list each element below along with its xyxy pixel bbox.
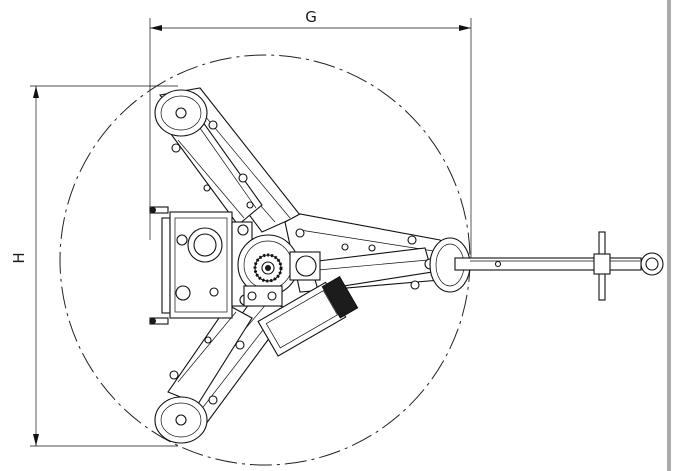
lower-foot-pad-inner xyxy=(160,402,202,438)
right-arm-bolt-3 xyxy=(295,228,305,238)
engine-housing xyxy=(169,211,233,319)
slew-gear-center xyxy=(265,265,271,271)
central-body xyxy=(149,206,359,357)
lower-arm-bolt-2 xyxy=(169,370,179,380)
lower-connection-plate xyxy=(243,285,283,307)
tow-bar-shaft xyxy=(454,257,642,271)
gearbox-bolt xyxy=(237,224,249,236)
winch-drum xyxy=(295,255,317,277)
battery-box-handle xyxy=(321,275,359,319)
lower-arm xyxy=(159,295,291,433)
dimension-h-arrow-bottom xyxy=(33,434,39,446)
body-left-plate xyxy=(161,217,171,314)
dimension-h-arrow-top xyxy=(33,86,39,98)
battery-box-inner xyxy=(265,290,338,349)
tow-bar-clamp xyxy=(593,253,611,275)
engine-housing-inner xyxy=(174,217,228,313)
lower-connection-bolt xyxy=(247,291,257,301)
upper-arm-bolt-3 xyxy=(238,173,248,183)
tow-bar-hole xyxy=(494,260,502,268)
dimension-g: G xyxy=(149,8,472,260)
tow-bar-ring-hole xyxy=(645,257,659,271)
upper-arm-bolt-2 xyxy=(171,143,181,153)
tow-bar-crossbar-top xyxy=(598,231,606,257)
battery-box xyxy=(257,275,359,357)
right-arm-rail xyxy=(299,229,441,253)
tow-bar-crossbar-bottom xyxy=(598,271,606,301)
dimension-g-arrow-left xyxy=(150,25,162,31)
fuel-cap xyxy=(175,285,191,301)
upper-arm-inner-rail xyxy=(177,139,245,219)
right-arm-bolt xyxy=(407,235,417,245)
right-outrigger-foot xyxy=(429,237,471,293)
body-bracket-bolt-top xyxy=(150,207,156,213)
right-arm-bolt-4 xyxy=(341,243,349,251)
lower-arm-bolt xyxy=(208,395,218,405)
lower-connection-bolt-2 xyxy=(267,291,277,301)
dimension-h-label: H xyxy=(10,252,28,263)
dimension-g-label: G xyxy=(305,8,317,26)
lower-outrigger-foot xyxy=(154,396,208,444)
right-arm-bolt-2 xyxy=(410,280,420,290)
upper-arm-bolt xyxy=(208,120,218,130)
upper-arm-bolt-5 xyxy=(246,201,254,209)
upper-foot-pivot xyxy=(175,107,187,119)
right-arm-inner-rail xyxy=(317,259,429,271)
dimension-g-arrow-right xyxy=(459,25,471,31)
lower-foot-pivot xyxy=(175,414,187,426)
upper-arm-inner-rail-2 xyxy=(199,127,257,209)
lower-arm-bolt-4 xyxy=(204,336,212,344)
engine-pulley-hub xyxy=(193,233,217,257)
lower-arm-inner-rail xyxy=(177,311,237,383)
body-bracket-bolt-bottom xyxy=(150,318,156,324)
engine-switch xyxy=(209,287,219,297)
upper-foot-pad-inner xyxy=(160,95,202,131)
right-arm-bolt-5 xyxy=(368,244,376,252)
tow-bar xyxy=(454,231,664,301)
upper-arm-bolt-4 xyxy=(203,184,211,192)
upper-outrigger-foot xyxy=(154,89,208,137)
dimension-h: H xyxy=(10,85,178,447)
slew-gear-teeth xyxy=(253,253,283,283)
engine-bolt xyxy=(176,234,188,246)
lower-arm-bolt-3 xyxy=(235,340,245,350)
